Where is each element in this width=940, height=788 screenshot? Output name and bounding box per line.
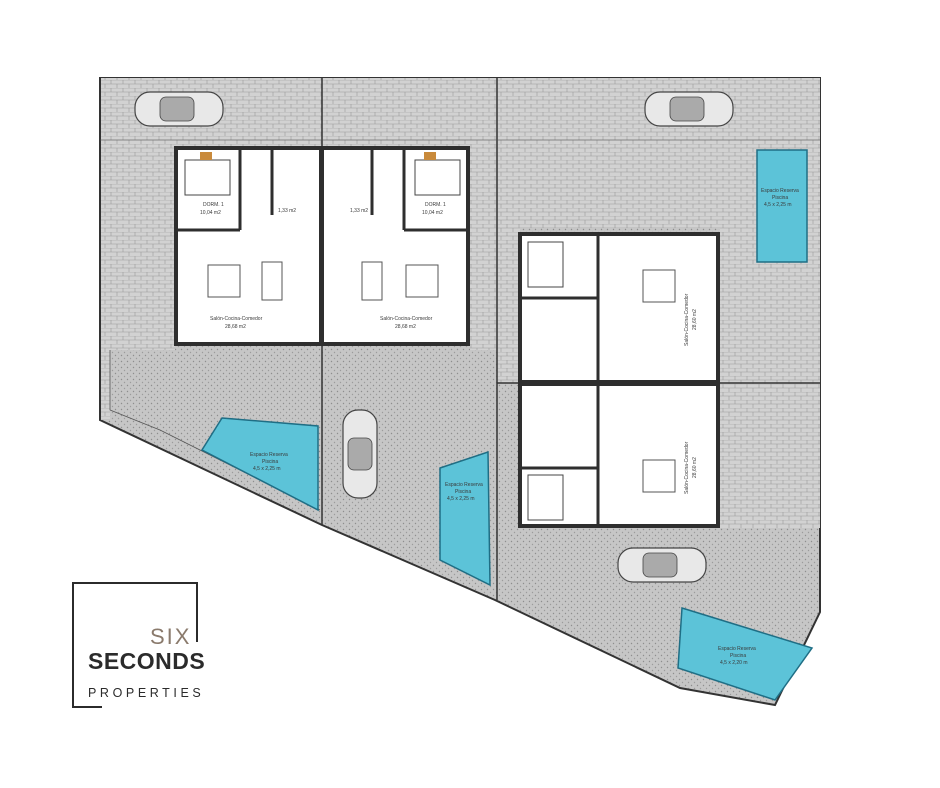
dorm-area-a: 10,04 m2 bbox=[200, 210, 221, 216]
pool-sub-top-right: Piscina bbox=[772, 195, 788, 201]
living-label-b: Salón-Cocina-Comedor bbox=[380, 316, 433, 322]
pool-size-left: 4,5 x 2,25 m bbox=[253, 466, 281, 472]
house-a bbox=[174, 146, 323, 346]
pool-top-right bbox=[756, 149, 808, 263]
pool-bottom-right bbox=[677, 607, 814, 701]
bath-area-b: 1,33 m2 bbox=[350, 208, 368, 214]
house-d bbox=[518, 382, 720, 528]
living-area-c: 28,60 m2 bbox=[692, 309, 698, 330]
pool-title-left: Espacio Reserva bbox=[250, 452, 288, 458]
car-bottom-right bbox=[617, 547, 707, 583]
living-label-c: Salón-Cocina-Comedor bbox=[684, 293, 690, 346]
living-label-a: Salón-Cocina-Comedor bbox=[210, 316, 263, 322]
logo-properties: PROPERTIES bbox=[88, 686, 205, 700]
living-area-b: 28,68 m2 bbox=[395, 324, 416, 330]
pool-size-bottom-right: 4,5 x 2,20 m bbox=[720, 660, 748, 666]
pool-left bbox=[200, 417, 319, 512]
logo-frame-right bbox=[196, 582, 198, 642]
car-middle bbox=[342, 409, 378, 499]
living-label-d: Salón-Cocina-Comedor bbox=[684, 441, 690, 494]
pool-title-top-right: Espacio Reserva bbox=[761, 188, 799, 194]
logo-frame-top bbox=[72, 582, 198, 584]
car-top-left bbox=[134, 91, 224, 127]
logo-six: SIX bbox=[150, 624, 192, 649]
bath-area-a: 1,33 m2 bbox=[278, 208, 296, 214]
logo-frame-bottom bbox=[72, 706, 102, 708]
car-top-right bbox=[644, 91, 734, 127]
pool-middle bbox=[439, 450, 491, 587]
pool-sub-left: Piscina bbox=[262, 459, 278, 465]
pool-size-top-right: 4,5 x 2,25 m bbox=[764, 202, 792, 208]
pool-title-middle: Espacio Reserva bbox=[445, 482, 483, 488]
logo-seconds: SECONDS bbox=[88, 648, 206, 674]
dorm-label-a: DORM. 1 bbox=[203, 202, 224, 208]
pool-size-middle: 4,5 x 2,25 m bbox=[447, 496, 475, 502]
logo-frame-left bbox=[72, 582, 74, 708]
house-b bbox=[320, 146, 470, 346]
pool-title-bottom-right: Espacio Reserva bbox=[718, 646, 756, 652]
dorm-label-b: DORM. 1 bbox=[425, 202, 446, 208]
living-area-d: 28,60 m2 bbox=[692, 457, 698, 478]
pool-sub-bottom-right: Piscina bbox=[730, 653, 746, 659]
dorm-area-b: 10,04 m2 bbox=[422, 210, 443, 216]
room-labels: DORM. 1 10,04 m2 1,33 m2 Salón-Cocina-Co… bbox=[200, 188, 799, 666]
house-c bbox=[518, 232, 720, 384]
pool-sub-middle: Piscina bbox=[455, 489, 471, 495]
living-area-a: 28,68 m2 bbox=[225, 324, 246, 330]
